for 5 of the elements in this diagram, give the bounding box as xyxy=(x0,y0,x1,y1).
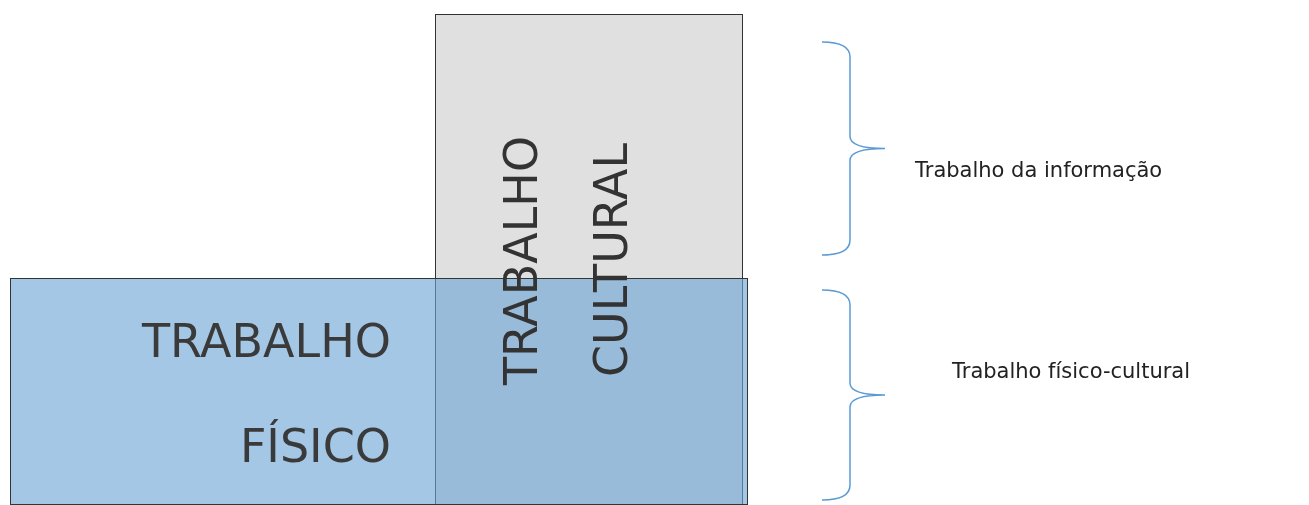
box-title: TRABALHO CULTURAL xyxy=(493,134,626,388)
brace-label: Trabalho físico-cultural xyxy=(952,359,1191,383)
rectangle-box xyxy=(435,14,743,505)
brace-label: Trabalho da informação xyxy=(915,158,1163,182)
box-title: TRABALHO FÍSICO xyxy=(140,313,391,475)
